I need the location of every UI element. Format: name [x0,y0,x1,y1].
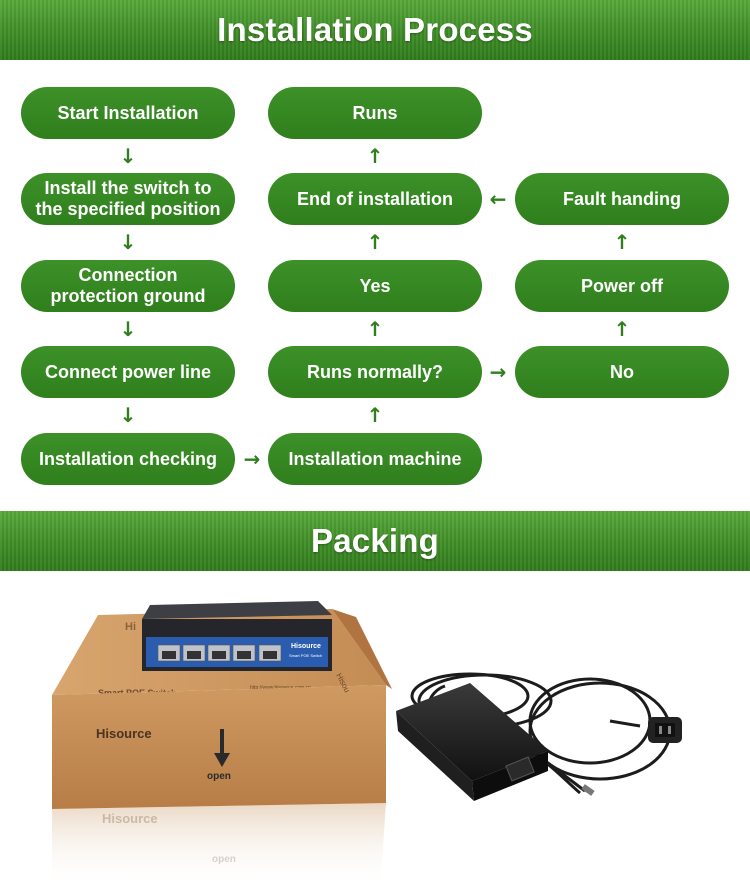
arrow-right-icon: → [489,360,507,384]
carton-open-text: open [207,771,231,782]
section-banner-packing: Packing [0,511,750,571]
arrow-up-icon: ↑ [366,403,384,427]
arrow-up-icon: ↑ [613,230,631,254]
arrow-left-icon: ← [489,187,507,211]
carton-reflection: Hisource open [52,803,386,889]
power-adapter [396,683,595,801]
arrow-right-icon: → [243,447,261,471]
flow-step-fault-handing: Fault handing [515,173,729,225]
switch-brand-text: Hisource [291,643,321,650]
poe-switch: Hisource Smart POE Switch [142,601,332,671]
reflection-brand-text: Hisource [102,811,158,826]
flow-step-power-off: Power off [515,260,729,312]
carton-front [52,685,386,809]
open-arrow-icon [214,729,230,767]
flow-step-start-installation: Start Installation [21,87,235,139]
flow-step-protection-ground: Connection protection ground [21,260,235,312]
arrow-up-icon: ↑ [366,144,384,168]
reflection-open-text: open [212,854,236,865]
power-plug [609,717,682,743]
arrow-down-icon: ↓ [119,144,137,168]
carton-brand-text: Hisource [96,726,152,741]
arrow-up-icon: ↑ [366,230,384,254]
carton-top-brand: Hi [125,621,136,633]
flow-step-no: No [515,346,729,398]
flow-step-connect-power-line: Connect power line [21,346,235,398]
flow-step-end-of-installation: End of installation [268,173,482,225]
flow-step-runs: Runs [268,87,482,139]
section-title-packing: Packing [311,522,439,559]
arrow-up-icon: ↑ [366,317,384,341]
flow-step-yes: Yes [268,260,482,312]
carton-side [332,609,392,689]
section-title-installation: Installation Process [217,11,533,48]
arrow-down-icon: ↓ [119,317,137,341]
flow-step-installation-machine: Installation machine [268,433,482,485]
flow-step-install-switch: Install the switch to the specified posi… [21,173,235,225]
section-banner-installation: Installation Process [0,0,750,60]
carton-url-text: http://www.hisource.com.cn [250,685,311,691]
arrow-up-icon: ↑ [613,317,631,341]
flow-step-runs-normally: Runs normally? [268,346,482,398]
switch-model-text: Smart POE Switch [289,653,322,658]
flow-step-installation-checking: Installation checking [21,433,235,485]
product-packing-photo: Hisource open Hi Smart POE Switch http:/… [52,601,682,889]
arrow-down-icon: ↓ [119,230,137,254]
arrow-down-icon: ↓ [119,403,137,427]
